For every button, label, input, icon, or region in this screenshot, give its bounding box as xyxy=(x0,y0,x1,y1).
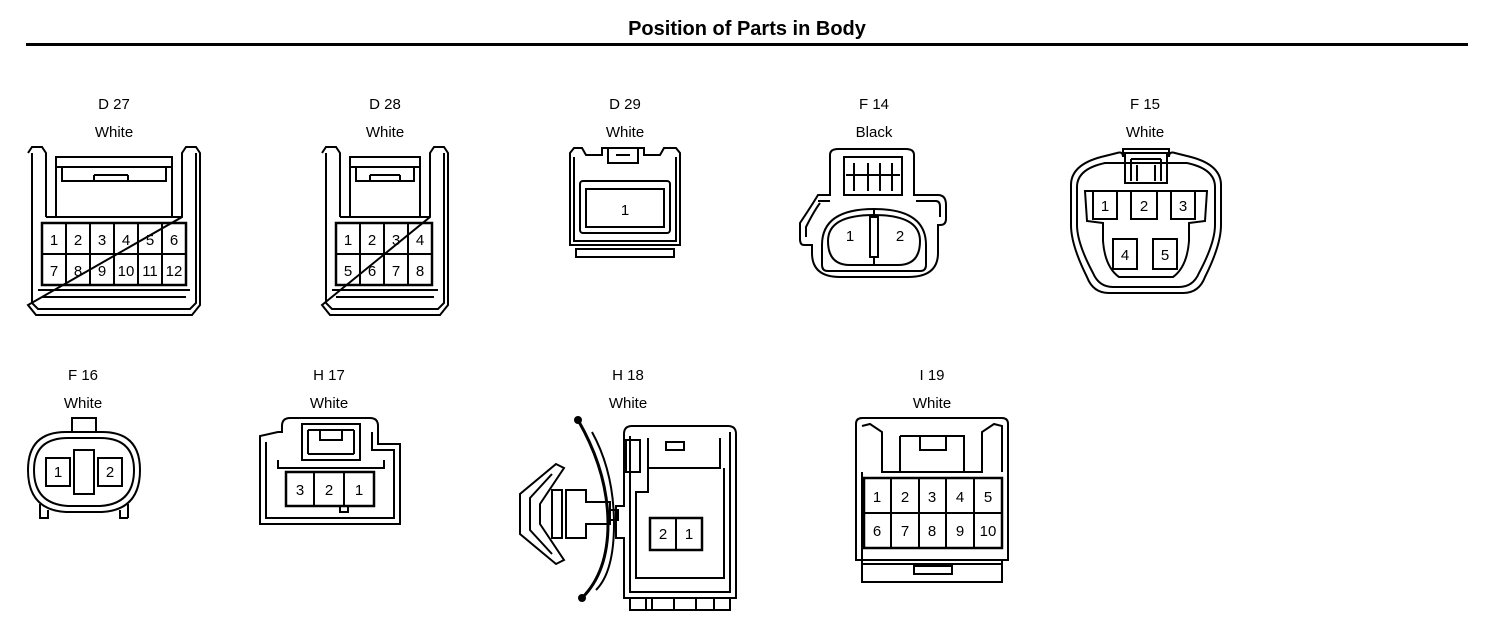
f16-color: White xyxy=(63,395,103,412)
i19-pin-1: 1 xyxy=(873,489,881,506)
connector-h18: 2 1 xyxy=(519,416,737,611)
d28-pin-4: 4 xyxy=(416,232,424,249)
d29-id: D 29 xyxy=(609,96,641,113)
f15-id: F 15 xyxy=(1129,96,1160,113)
d28-pin-8: 8 xyxy=(416,263,424,280)
d27-pin-1: 1 xyxy=(50,232,58,249)
f15-pin-1: 1 xyxy=(1101,198,1109,215)
i19-id: I 19 xyxy=(919,367,945,384)
d27-pin-6: 6 xyxy=(170,232,178,249)
d27-pin-7: 7 xyxy=(50,263,58,280)
d27-pin-2: 2 xyxy=(74,232,82,249)
f15-pin-4: 4 xyxy=(1121,247,1129,264)
f14-color: Black xyxy=(855,124,893,141)
d27-pin-9: 9 xyxy=(98,263,106,280)
connector-f14: 1 2 xyxy=(799,148,947,278)
d27-pin-3: 3 xyxy=(98,232,106,249)
connector-d28: 1 2 3 4 5 6 7 8 xyxy=(320,146,449,316)
d27-pin-11: 11 xyxy=(142,263,158,280)
f16-pin-2: 2 xyxy=(106,464,114,481)
f15-color: White xyxy=(1125,124,1165,141)
h18-pin-2: 2 xyxy=(659,526,667,543)
d28-pin-1: 1 xyxy=(344,232,352,249)
page-title: Position of Parts in Body xyxy=(628,18,866,40)
d28-pin-6: 6 xyxy=(368,263,376,280)
i19-pin-7: 7 xyxy=(901,523,909,540)
f14-id: F 14 xyxy=(858,96,889,113)
connector-f15: 1 2 3 4 5 xyxy=(1070,148,1222,294)
connector-f16: 1 2 xyxy=(26,417,142,519)
i19-pin-8: 8 xyxy=(928,523,936,540)
d27-color: White xyxy=(94,124,134,141)
i19-pin-10: 10 xyxy=(980,523,997,540)
i19-color: White xyxy=(912,395,952,412)
title-rule xyxy=(26,43,1468,46)
d28-pin-3: 3 xyxy=(392,232,400,249)
d27-pin-5: 5 xyxy=(146,232,154,249)
d29-color: White xyxy=(605,124,645,141)
i19-pin-4: 4 xyxy=(956,489,964,506)
d27-pin-8: 8 xyxy=(74,263,82,280)
d28-pin-7: 7 xyxy=(392,263,400,280)
connector-i19: 1 2 3 4 5 6 7 8 9 10 xyxy=(855,417,1009,583)
f15-pin-3: 3 xyxy=(1179,198,1187,215)
d27-id: D 27 xyxy=(98,96,130,113)
d28-id: D 28 xyxy=(369,96,401,113)
i19-pin-9: 9 xyxy=(956,523,964,540)
connector-d27: 1 2 3 4 5 6 7 8 9 10 11 12 xyxy=(26,146,201,316)
d29-pin-1: 1 xyxy=(621,202,629,219)
d27-pin-4: 4 xyxy=(122,232,130,249)
i19-pin-3: 3 xyxy=(928,489,936,506)
d28-pin-2: 2 xyxy=(368,232,376,249)
f16-id: F 16 xyxy=(67,367,98,384)
f15-pin-5: 5 xyxy=(1161,247,1169,264)
d28-color: White xyxy=(365,124,405,141)
h17-pin-2: 2 xyxy=(325,482,333,499)
f14-pin-2: 2 xyxy=(896,228,904,245)
i19-pin-2: 2 xyxy=(901,489,909,506)
f14-pin-1: 1 xyxy=(846,228,854,245)
h18-id: H 18 xyxy=(612,367,644,384)
f16-pin-1: 1 xyxy=(54,464,62,481)
d27-pin-10: 10 xyxy=(118,263,135,280)
connector-h17: 3 2 1 xyxy=(259,417,401,525)
h17-color: White xyxy=(309,395,349,412)
d27-pin-12: 12 xyxy=(166,263,183,280)
connector-d29: 1 xyxy=(569,147,681,258)
i19-pin-5: 5 xyxy=(984,489,992,506)
h18-color: White xyxy=(608,395,648,412)
h17-id: H 17 xyxy=(313,367,345,384)
f15-pin-2: 2 xyxy=(1140,198,1148,215)
h17-pin-3: 3 xyxy=(296,482,304,499)
h17-pin-1: 1 xyxy=(355,482,363,499)
h18-pin-1: 1 xyxy=(685,526,693,543)
d28-pin-5: 5 xyxy=(344,263,352,280)
i19-pin-6: 6 xyxy=(873,523,881,540)
